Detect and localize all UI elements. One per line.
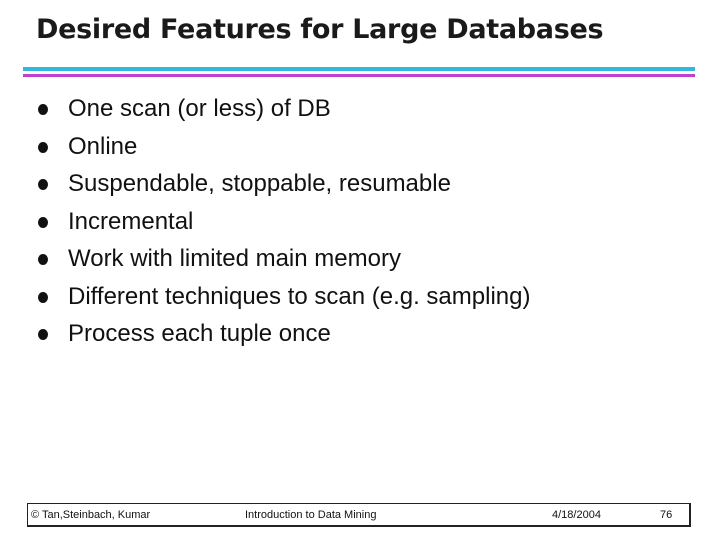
bullet-item: Different techniques to scan (e.g. sampl…	[38, 280, 530, 318]
bullet-list: One scan (or less) of DB Online Suspenda…	[38, 92, 530, 355]
bullet-item: One scan (or less) of DB	[38, 92, 530, 130]
bullet-item: Suspendable, stoppable, resumable	[38, 167, 530, 205]
bullet-dot-icon	[38, 291, 48, 303]
bullet-dot-icon	[38, 104, 48, 115]
footer-page-number: 76	[660, 509, 673, 521]
bullet-text: Work with limited main memory	[68, 245, 401, 272]
bullet-text: Incremental	[68, 207, 194, 235]
bullet-dot-icon	[38, 329, 48, 340]
footer-copyright: © Tan,Steinbach, Kumar	[31, 509, 151, 521]
bullet-text: Different techniques to scan (e.g. sampl…	[68, 282, 531, 310]
title-rule-cyan	[23, 67, 695, 71]
bullet-dot-icon	[38, 254, 48, 265]
bullet-item: Online	[38, 130, 530, 168]
title-rule-magenta	[23, 74, 695, 77]
footer-course: Introduction to Data Mining	[245, 509, 377, 521]
bullet-dot-icon	[38, 141, 48, 153]
bullet-dot-icon	[38, 216, 48, 228]
bullet-text: Process each tuple once	[68, 320, 331, 347]
bullet-item: Incremental	[38, 205, 530, 243]
bullet-dot-icon	[38, 179, 48, 190]
footer-date: 4/18/2004	[552, 509, 601, 521]
slide-footer: © Tan,Steinbach, Kumar Introduction to D…	[27, 503, 691, 527]
bullet-text: One scan (or less) of DB	[68, 95, 331, 122]
bullet-item: Work with limited main memory	[38, 242, 530, 280]
bullet-item: Process each tuple once	[38, 317, 530, 355]
bullet-text: Online	[68, 132, 138, 160]
slide-title: Desired Features for Large Databases	[36, 14, 604, 45]
bullet-text: Suspendable, stoppable, resumable	[68, 170, 451, 197]
